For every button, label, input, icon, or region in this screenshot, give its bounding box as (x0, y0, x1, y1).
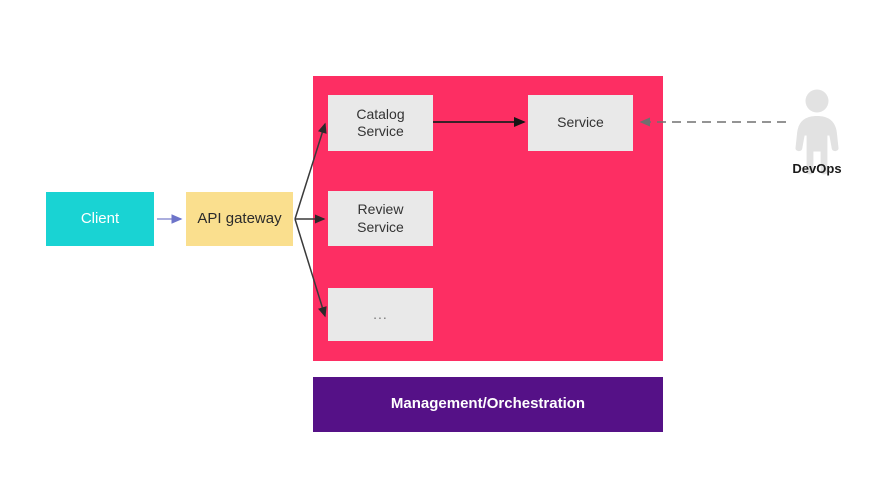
service-node[interactable]: Service (528, 95, 633, 151)
person-icon (795, 89, 839, 175)
client-node[interactable]: Client (46, 192, 154, 246)
devops-label: DevOps (792, 161, 842, 176)
review-service-node[interactable]: Review Service (328, 191, 433, 246)
api-gateway-node[interactable]: API gateway (186, 192, 293, 246)
api-gateway-node-label: API gateway (197, 209, 282, 227)
management-orchestration-label: Management/Orchestration (390, 395, 586, 413)
catalog-service-node-label: Catalog Service (356, 105, 405, 140)
service-node-label: Service (557, 114, 604, 131)
ellipsis-service-node-label: ... (373, 305, 388, 322)
catalog-service-node[interactable]: Catalog Service (328, 95, 433, 151)
client-node-label: Client (80, 209, 120, 227)
management-orchestration-node[interactable]: Management/Orchestration (313, 377, 663, 432)
review-service-node-label: Review Service (357, 201, 404, 235)
ellipsis-service-node[interactable]: ... (328, 288, 433, 341)
